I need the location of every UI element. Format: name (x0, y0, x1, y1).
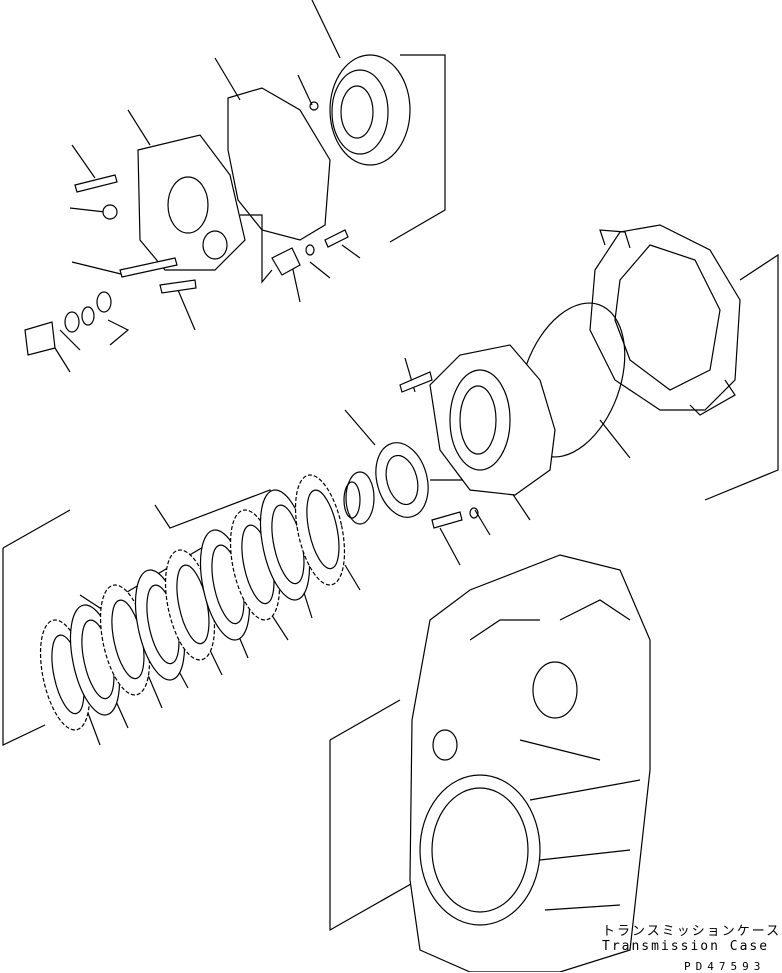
housing-bolt (431, 511, 463, 529)
clutch-housing (429, 344, 556, 496)
piston (309, 54, 411, 166)
drawing-number: PD47593 (684, 960, 766, 973)
housing-bolt (399, 371, 433, 393)
plug-and-washer (271, 229, 349, 276)
rear-gasket (589, 224, 741, 411)
shaft-and-bearings (24, 291, 112, 356)
clutch-disc-pack (39, 474, 346, 731)
thrust-washer (375, 442, 429, 518)
caption-japanese: トランスミッションケース (602, 924, 782, 939)
gasket (227, 87, 331, 241)
rear-cover (137, 134, 246, 271)
cover-bolt (74, 174, 197, 294)
disc-inner-edge (306, 489, 340, 570)
transmission-case (409, 554, 651, 972)
washer (469, 507, 479, 519)
caption-english: Transmission Case (602, 939, 770, 954)
clutch-hub-gear (343, 471, 375, 525)
washer (102, 204, 118, 220)
